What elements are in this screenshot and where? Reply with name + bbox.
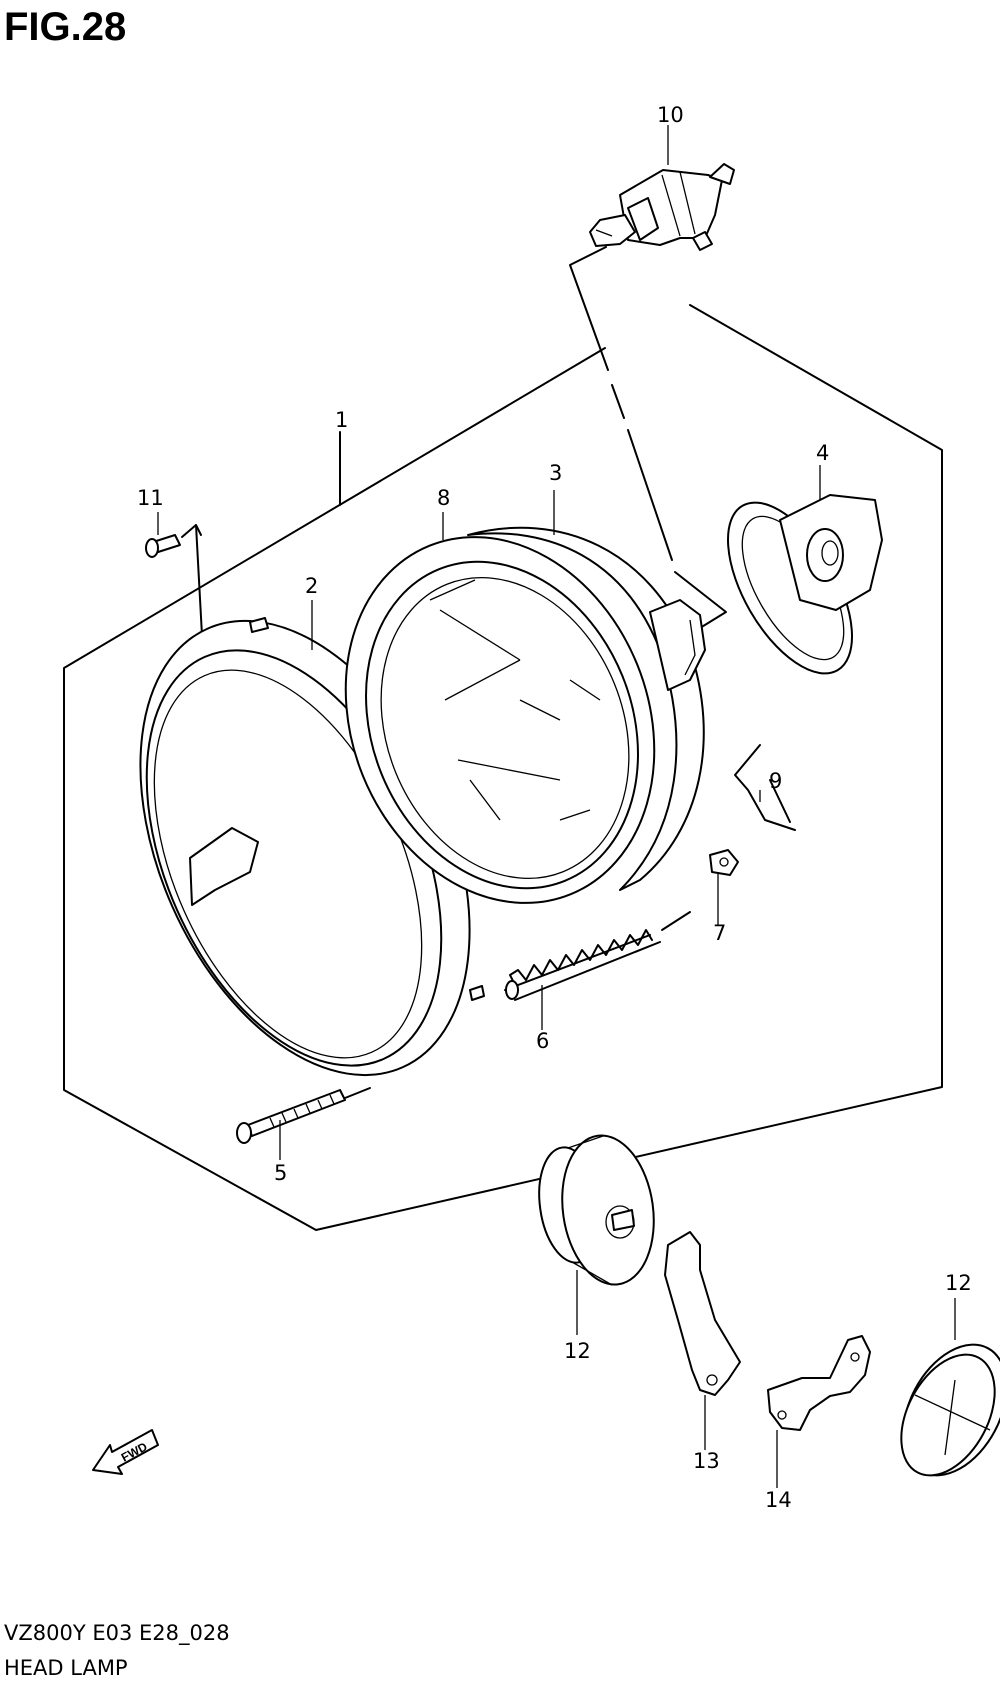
callout-9: 9 <box>769 769 782 793</box>
bulb-leader-line <box>569 246 727 629</box>
screw-5 <box>236 1087 371 1144</box>
figure-caption: HEAD LAMP <box>4 1656 128 1680</box>
headlight-lens-unit <box>344 536 656 904</box>
mounting-bracket-14 <box>767 1335 871 1431</box>
callout-6: 6 <box>536 1029 549 1053</box>
callout-12-left: 12 <box>564 1339 591 1363</box>
figure-title: FIG.28 <box>4 5 126 49</box>
callout-8: 8 <box>437 486 450 510</box>
callout-13: 13 <box>693 1449 720 1473</box>
callout-4: 4 <box>816 441 829 465</box>
mounting-bracket-13 <box>664 1231 741 1396</box>
callout-7: 7 <box>713 921 726 945</box>
bracket-13-hole <box>706 1374 718 1386</box>
forward-direction-marker: FWD <box>92 1429 159 1475</box>
headlight-bulb <box>589 163 735 251</box>
callout-1: 1 <box>335 408 348 432</box>
headlight-housing <box>467 526 706 891</box>
adjusting-spring <box>504 911 691 1001</box>
spring-clip <box>734 744 796 831</box>
socket-cover <box>727 494 883 675</box>
callout-10: 10 <box>657 103 684 127</box>
callout-3: 3 <box>549 461 562 485</box>
callout-leaders <box>157 125 956 1488</box>
callout-5: 5 <box>274 1161 287 1185</box>
grommet-cap-left <box>538 1134 655 1286</box>
model-code: VZ800Y E03 E28_028 <box>4 1621 230 1646</box>
assembly-boundary <box>63 304 943 1231</box>
callout-11: 11 <box>137 486 164 510</box>
grommet-cap-right <box>900 1343 1000 1477</box>
adjusting-nut <box>709 849 739 876</box>
callout-14: 14 <box>765 1488 792 1512</box>
callout-12-right: 12 <box>945 1271 972 1295</box>
callout-2: 2 <box>305 574 318 598</box>
